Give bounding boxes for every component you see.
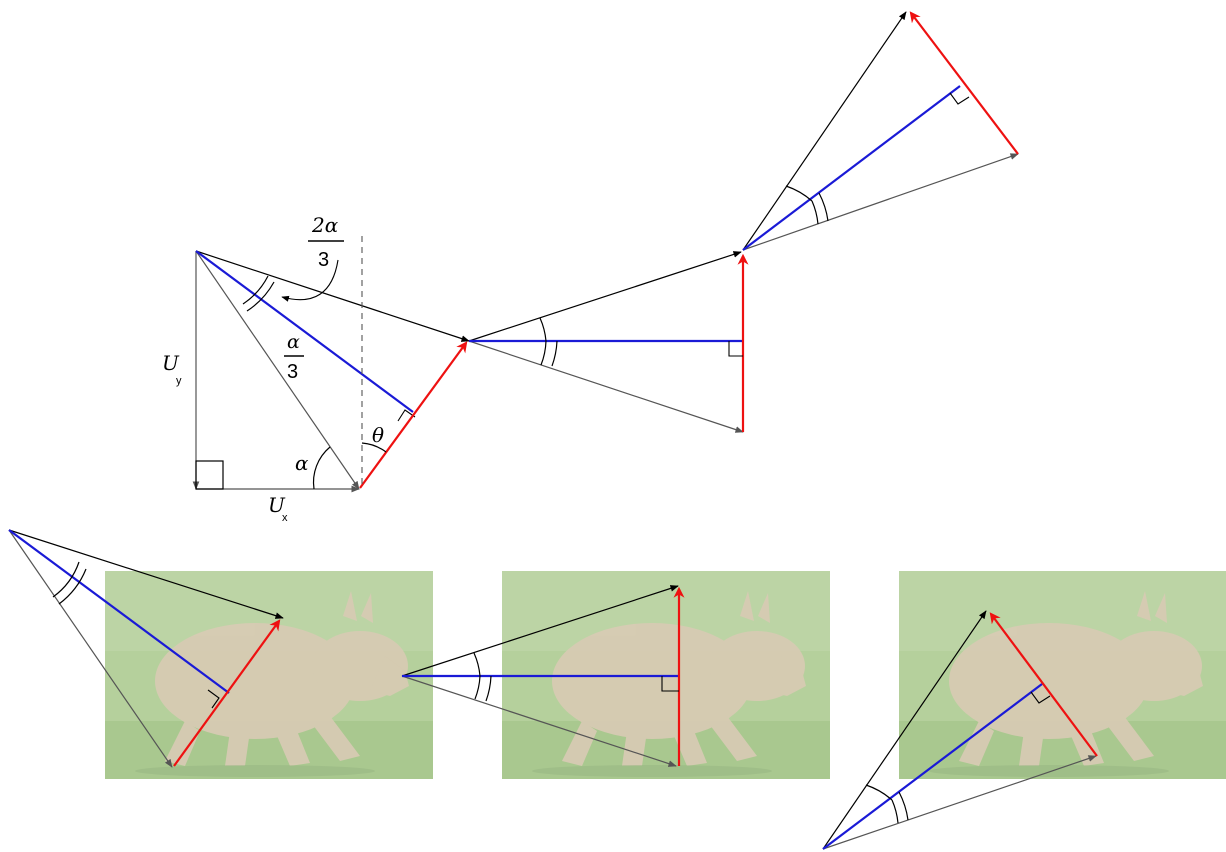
right-angle-marker [195, 460, 224, 490]
ux-subscript: x [282, 512, 288, 524]
alpha-arc [312, 446, 331, 490]
red-vector-3 [909, 11, 1019, 155]
red-vector [359, 341, 468, 489]
svg-text:2α: 2α [311, 213, 339, 237]
geometry-diagram: U y U x α θ α 3 2α 3 [162, 11, 1019, 524]
rhino-photo-3 [899, 571, 1226, 779]
alpha-label: α [295, 451, 309, 475]
theta-label: θ [372, 423, 384, 447]
theta-arc [361, 442, 387, 453]
photo-panel-3 [822, 571, 1226, 850]
uy-label: U [162, 351, 180, 375]
gray-vector-3 [742, 153, 1019, 251]
gray-vector-2 [468, 340, 744, 433]
ux-label: U [268, 493, 286, 517]
black-vector-3 [742, 11, 907, 251]
pointer-arrow [281, 259, 339, 302]
uy-subscript: y [176, 375, 182, 387]
svg-text:α: α [287, 331, 300, 353]
photo-panel-2 [401, 571, 830, 779]
black-vector-2 [468, 251, 742, 342]
blue-line [195, 250, 414, 413]
resultant-vector [195, 250, 360, 490]
rhino-photo-1 [105, 571, 433, 779]
black-vector [195, 250, 470, 342]
blue-line-3 [742, 85, 961, 251]
two-alpha-over-3-label: 2α 3 [308, 213, 344, 271]
svg-text:3: 3 [287, 361, 298, 383]
photo-panel-1 [8, 529, 433, 779]
svg-text:3: 3 [318, 249, 329, 271]
alpha-over-3-label: α 3 [284, 331, 304, 383]
